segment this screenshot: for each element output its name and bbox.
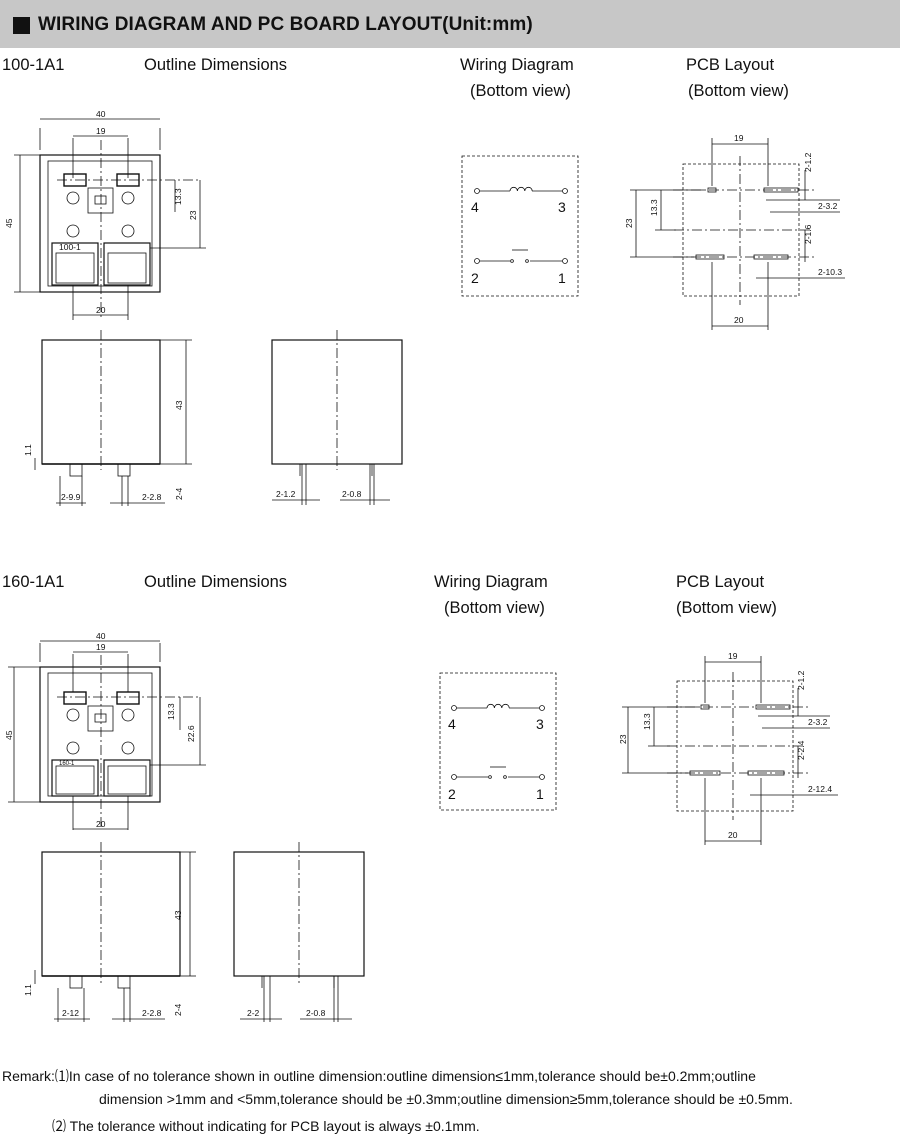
side-b-1: 2-2.8 xyxy=(142,492,162,502)
pcb-h1-1: 13.3 xyxy=(649,199,659,216)
pcb-h2-1: 23 xyxy=(624,218,634,228)
pin-2-label-2: 2 xyxy=(448,786,456,802)
model-label-1: 100-1A1 xyxy=(2,56,65,74)
side-pinlen-1: 2-4 xyxy=(174,487,184,500)
pcb-s3-2: 2-2.4 xyxy=(796,740,806,760)
pcb-h2-2: 23 xyxy=(618,734,628,744)
pcb-layout-2: 19 23 13.3 2-1.2 2-3.2 2-2.4 2-12.4 20 xyxy=(618,651,838,845)
side-view-b-1: 2-1.2 2-0.8 xyxy=(271,330,403,505)
top-bottom-2: 20 xyxy=(96,819,106,829)
outline-title-2: Outline Dimensions xyxy=(144,573,288,591)
pin-3-label-1: 3 xyxy=(558,199,566,215)
pcb-width-2: 19 xyxy=(728,651,738,661)
pcb-h1-2: 13.3 xyxy=(642,713,652,730)
pin-1-label-1: 1 xyxy=(558,270,566,286)
pcb-width-1: 19 xyxy=(734,133,744,143)
pcb-bottom-1: 20 xyxy=(734,315,744,325)
side-b-2: 2-2.8 xyxy=(142,1008,162,1018)
pin-2-label-1: 2 xyxy=(471,270,479,286)
side-height-1: 43 xyxy=(174,400,184,410)
wiring-title-1: Wiring Diagram xyxy=(460,56,574,74)
side-d-1: 2-0.8 xyxy=(342,489,362,499)
wiring-view-2: (Bottom view) xyxy=(444,599,545,617)
side-c-2: 2-2 xyxy=(247,1008,260,1018)
side-c-1: 2-1.2 xyxy=(276,489,296,499)
pcb-s4-2: 2-12.4 xyxy=(808,784,832,794)
section-header: WIRING DIAGRAM AND PC BOARD LAYOUT(Unit:… xyxy=(0,0,900,48)
top-pin-1: 19 xyxy=(96,126,106,136)
top-d2-2: 22.6 xyxy=(186,725,196,742)
square-bullet-icon xyxy=(13,17,30,34)
top-width-1: 40 xyxy=(96,109,106,119)
wiring-title-2: Wiring Diagram xyxy=(434,573,548,591)
side-a-1: 2-9.9 xyxy=(61,492,81,502)
page-title: WIRING DIAGRAM AND PC BOARD LAYOUT(Unit:… xyxy=(38,14,533,35)
pcb-s1-2: 2-1.2 xyxy=(796,670,806,690)
pcb-s4-1: 2-10.3 xyxy=(818,267,842,277)
pcb-title-1: PCB Layout xyxy=(686,56,775,74)
pcb-s2-1: 2-3.2 xyxy=(818,201,838,211)
pcb-bottom-2: 20 xyxy=(728,830,738,840)
pcb-view-2: (Bottom view) xyxy=(676,599,777,617)
top-view-1: 40 19 45 100-1 13.3 23 20 xyxy=(4,109,206,320)
top-d2-1: 23 xyxy=(188,210,198,220)
side-height-2: 43 xyxy=(173,910,183,920)
top-d1-1: 13.3 xyxy=(173,188,183,205)
top-d1-2: 13.3 xyxy=(166,703,176,720)
side-view-a-2: 43 1.1 2-12 2-2.8 2-4 xyxy=(23,842,196,1022)
top-view-2: 40 19 45 160-1 13.3 22.6 20 xyxy=(4,631,206,830)
side-d-2: 2-0.8 xyxy=(306,1008,326,1018)
wiring-diagram-2: 4 3 2 1 xyxy=(439,672,557,811)
top-mark-2: 160-1 xyxy=(59,761,75,767)
side-view-a-1: 43 1.1 2-9.9 2-2.8 2-4 xyxy=(23,330,192,506)
top-height-2: 45 xyxy=(4,730,14,740)
pcb-view-1: (Bottom view) xyxy=(688,82,789,100)
pin-1-label-2: 1 xyxy=(536,786,544,802)
pin-4-label-2: 4 xyxy=(448,716,456,732)
outline-title-1: Outline Dimensions xyxy=(144,56,288,74)
pin-3-label-2: 3 xyxy=(536,716,544,732)
side-pinlen-2: 2-4 xyxy=(173,1003,183,1016)
side-view-b-2: 2-2 2-0.8 xyxy=(233,842,365,1022)
pin-4-label-1: 4 xyxy=(471,199,479,215)
wiring-view-1: (Bottom view) xyxy=(470,82,571,100)
side-thk-2: 1.1 xyxy=(23,984,33,996)
remark-line-2: dimension >1mm and <5mm,tolerance should… xyxy=(99,1091,793,1107)
remark-line-1: Remark:⑴In case of no tolerance shown in… xyxy=(2,1068,756,1084)
model-label-2: 160-1A1 xyxy=(2,573,65,591)
remark-line-3: ⑵ The tolerance without indicating for P… xyxy=(52,1118,480,1134)
top-height-1: 45 xyxy=(4,218,14,228)
pcb-s2-2: 2-3.2 xyxy=(808,717,828,727)
top-bottom-1: 20 xyxy=(96,305,106,315)
side-a-2: 2-12 xyxy=(62,1008,79,1018)
wiring-diagram-1: 4 3 2 1 xyxy=(461,155,579,297)
top-width-2: 40 xyxy=(96,631,106,641)
pcb-layout-1: 19 23 13.3 2-1.2 2-3.2 2-1.6 2-10.3 20 xyxy=(624,133,845,330)
top-pin-2: 19 xyxy=(96,642,106,652)
top-mark-1: 100-1 xyxy=(59,242,81,252)
pcb-title-2: PCB Layout xyxy=(676,573,765,591)
pcb-s3-1: 2-1.6 xyxy=(803,224,813,244)
pcb-s1-1: 2-1.2 xyxy=(803,152,813,172)
side-thk-1: 1.1 xyxy=(23,444,33,456)
